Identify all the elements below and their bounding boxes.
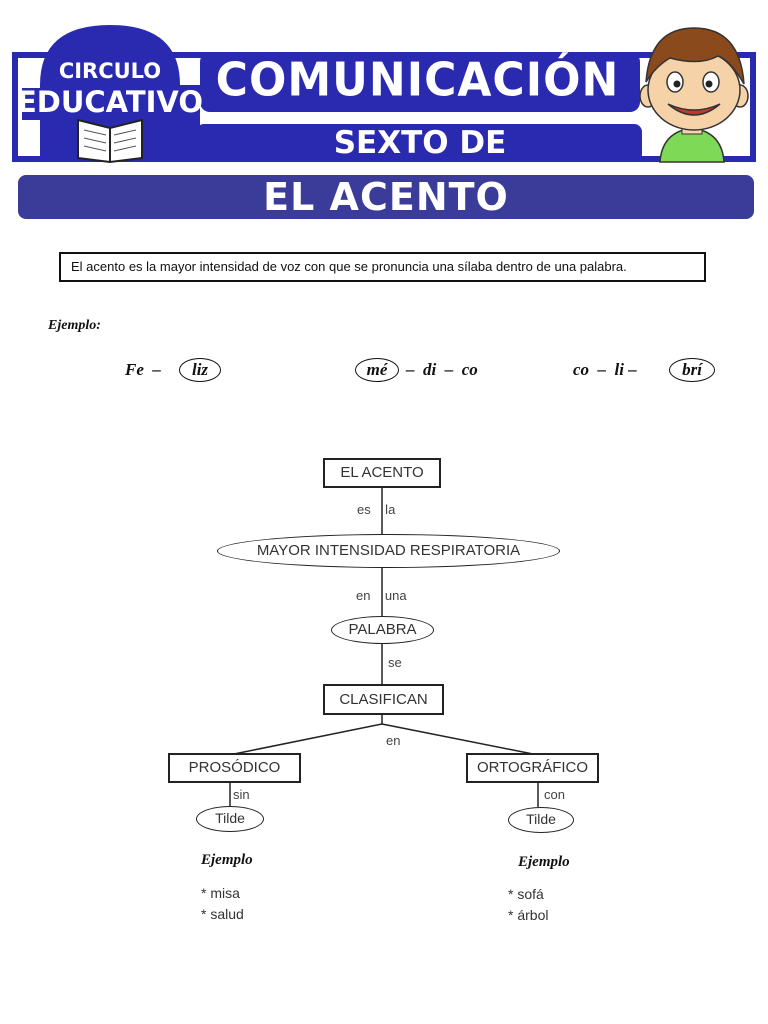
map-node-ortografico: ORTOGRÁFICO [466,753,599,783]
word1-syllables: Fe – [125,360,161,379]
orthographic-example-item: * sofá [508,886,544,902]
definition-box: El acento es la mayor intensidad de voz … [59,252,706,282]
logo-line1: CIRCULO [59,59,161,83]
example-label: Ejemplo: [48,318,101,333]
boy-illustration [639,27,749,163]
orthographic-example-label: Ejemplo [518,854,570,870]
word3-stressed-syllable: brí [669,358,715,382]
title-band [200,52,640,112]
prosodic-example-item: * salud [201,906,244,922]
map-root-node: EL ACENTO [323,458,441,488]
orthographic-example-item: * árbol [508,907,549,923]
topic-banner: EL ACENTO [18,175,754,219]
word2-syllables: – di – co [406,360,478,379]
map-node-palabra: PALABRA [331,616,434,644]
prosodic-example-item: * misa [201,885,240,901]
word2-stressed-syllable: mé [355,358,399,382]
header-title: COMUNICACIÓN [215,53,620,108]
word1-stressed-syllable: liz [179,358,221,382]
connector-en-una: en una [356,588,407,603]
subtitle-band [196,124,642,162]
topic-title: EL ACENTO [263,175,509,219]
prosodic-example-label: Ejemplo [201,852,253,868]
connector-en: en [386,733,401,748]
map-node-tilde-left: Tilde [196,806,264,832]
map-node-clasifican: CLASIFICAN [323,684,444,715]
map-node-mayor-intensidad: MAYOR INTENSIDAD RESPIRATORIA [217,534,560,568]
map-node-prosodico: PROSÓDICO [168,753,301,783]
logo-line2: EDUCATIVO [17,85,203,119]
word3-syllables: co – li – [573,360,637,379]
connector-sin: sin [233,787,250,802]
connector-es-la: es la [357,502,396,517]
connector-se: se [388,655,402,670]
header-graphic: CIRCULO EDUCATIVO [12,25,756,164]
circulo-educativo-logo [22,25,200,164]
connector-con: con [544,787,565,802]
map-node-tilde-right: Tilde [508,807,574,833]
